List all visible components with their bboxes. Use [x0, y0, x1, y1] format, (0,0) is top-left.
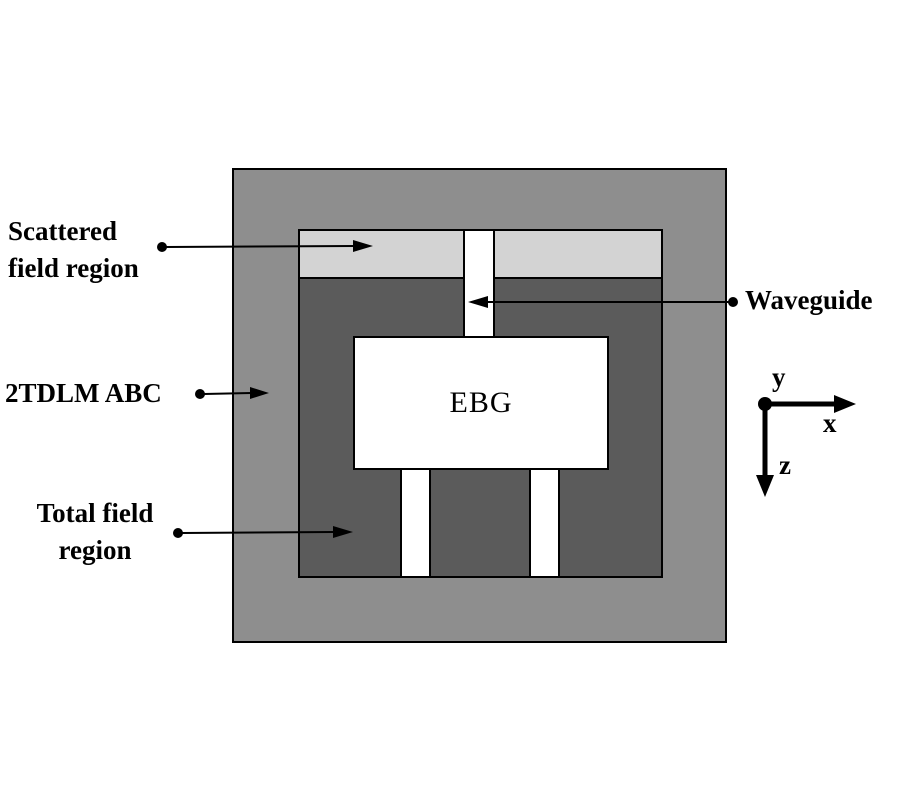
waveguide-top-strip	[463, 231, 495, 338]
z-axis-arrowhead	[756, 475, 774, 497]
coordinate-axes	[756, 395, 856, 497]
total-field-label: Total field region	[36, 498, 154, 565]
waveguide-bottom-right-strip	[529, 470, 560, 576]
x-axis-arrowhead	[834, 395, 856, 413]
y-axis-label: y	[772, 362, 786, 392]
ebg-label: EBG	[449, 386, 513, 419]
scattered-field-label: Scattered field region	[8, 216, 139, 283]
abc-label: 2TDLM ABC	[5, 378, 162, 408]
z-axis-label: z	[779, 450, 791, 480]
x-axis-label: x	[823, 408, 837, 438]
waveguide-bottom-left-strip	[400, 470, 431, 576]
ebg-block: EBG	[353, 336, 609, 470]
waveguide-label: Waveguide	[745, 285, 873, 315]
axes-origin-dot	[758, 397, 772, 411]
